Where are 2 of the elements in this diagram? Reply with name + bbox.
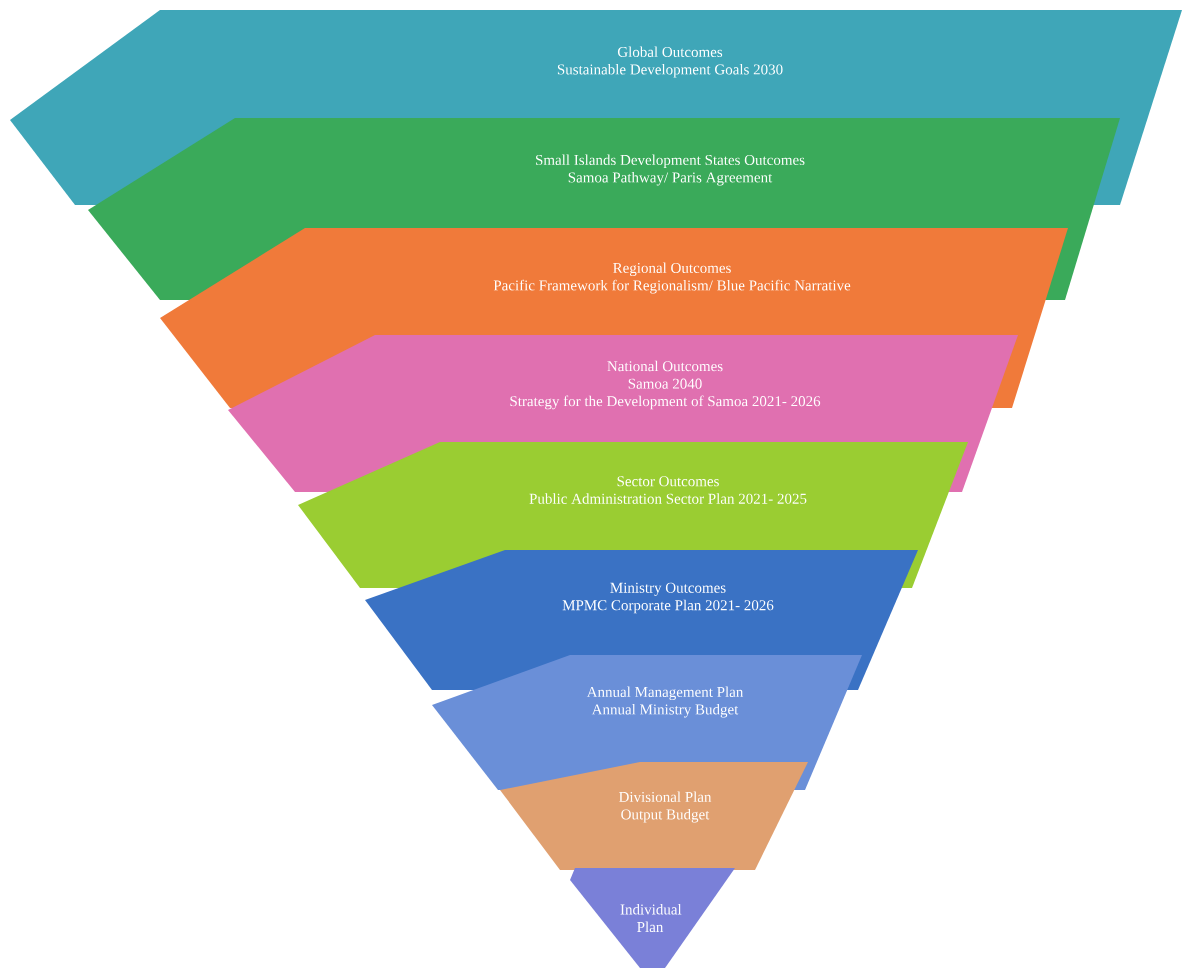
band: Divisional Plan Output Budget [500,762,808,870]
band: Individual Plan [570,868,735,968]
